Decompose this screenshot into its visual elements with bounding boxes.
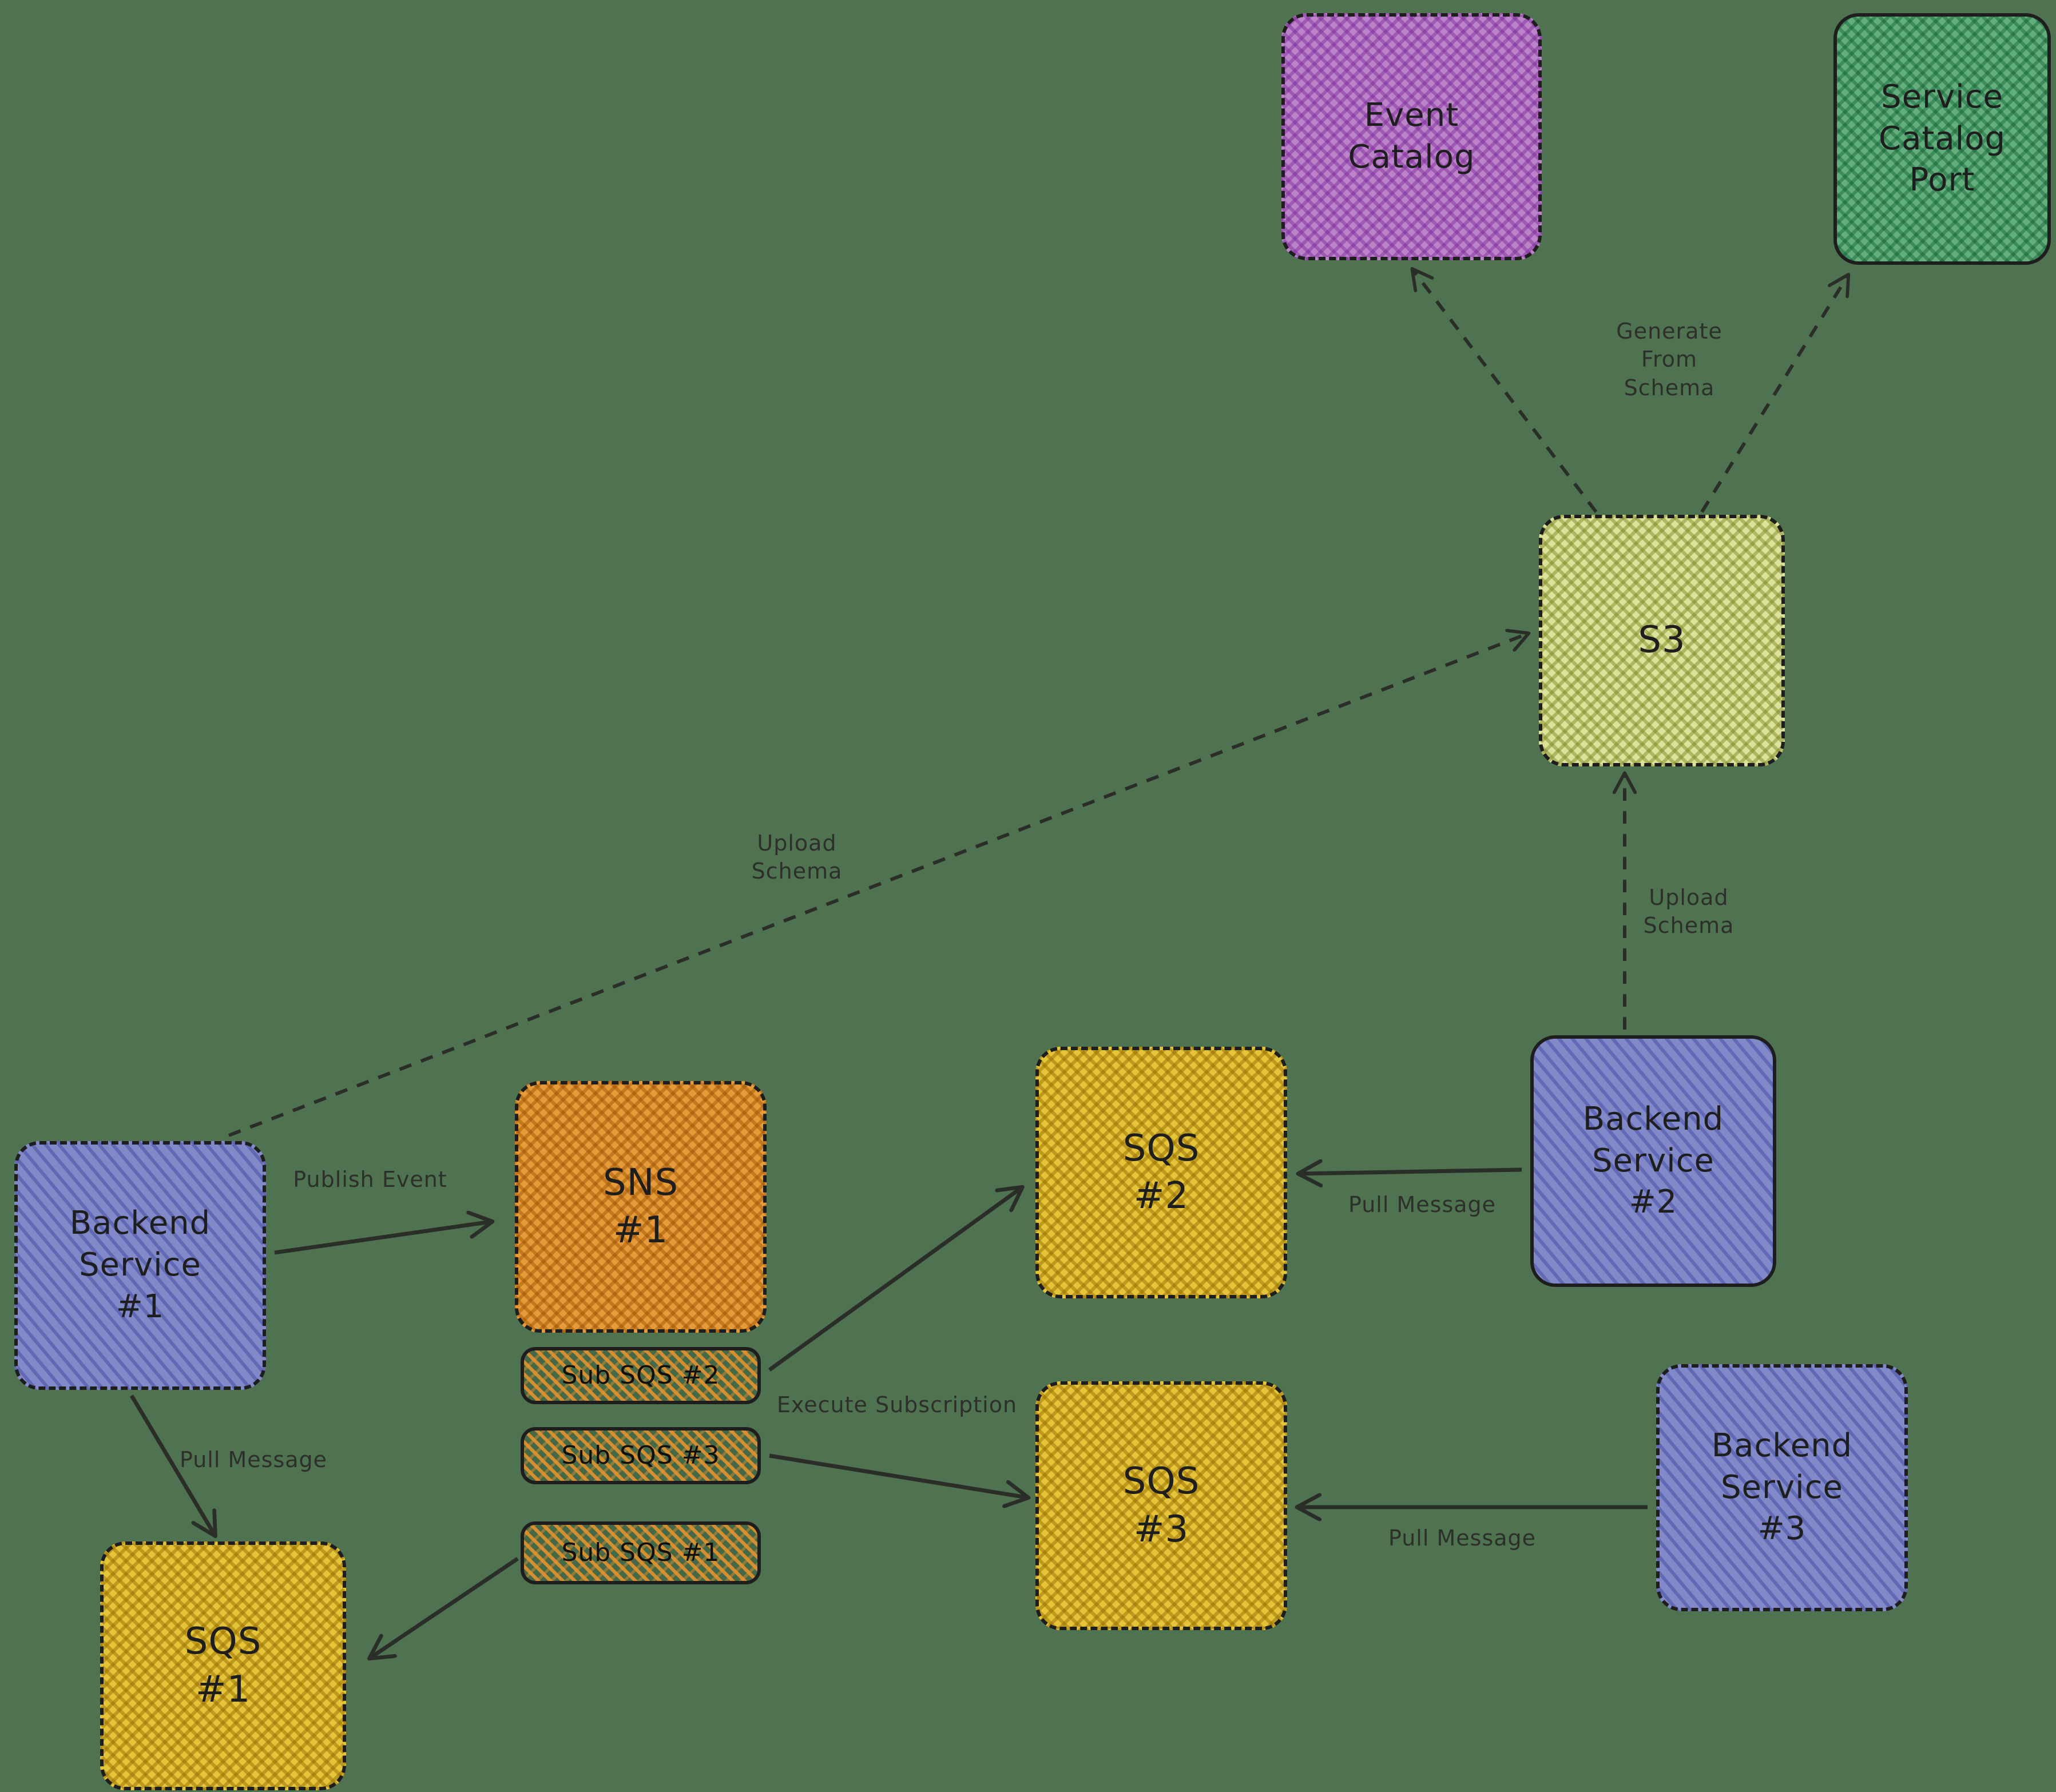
sqs-2-node[interactable]: SQS #2	[1035, 1047, 1287, 1298]
sqs-1-label: SQS #1	[184, 1620, 262, 1711]
backend-service-3-label: Backend Service #3	[1711, 1427, 1853, 1548]
sub-sqs-1-node[interactable]: Sub SQS #1	[521, 1521, 761, 1584]
edge-sub-sqs-3-to-sqs-3[interactable]	[769, 1453, 1027, 1497]
sub-sqs-2-label: Sub SQS #2	[561, 1361, 720, 1390]
edge-backend-service-1-to-sns-1[interactable]	[274, 1222, 491, 1255]
backend-service-3-node[interactable]: Backend Service #3	[1656, 1364, 1908, 1611]
sqs-1-node[interactable]: SQS #1	[100, 1541, 346, 1790]
event-catalog-label: Event Catalog	[1348, 97, 1475, 176]
edge-sub-sqs-2-to-sqs-2[interactable]	[768, 1188, 1021, 1372]
edge-label-pull-message-1[interactable]: Pull Message	[179, 1447, 328, 1472]
edge-backend-service-1-to-sqs-1[interactable]	[129, 1394, 215, 1535]
sub-sqs-2-node[interactable]: Sub SQS #2	[521, 1347, 761, 1404]
edge-label-pull-message-2[interactable]: Pull Message	[1348, 1192, 1497, 1217]
edge-label-generate-from-schema[interactable]: Generate From Schema	[1616, 319, 1722, 400]
backend-service-1-node[interactable]: Backend Service #1	[14, 1141, 266, 1390]
sqs-3-label: SQS #3	[1122, 1460, 1200, 1551]
sub-sqs-3-label: Sub SQS #3	[561, 1441, 720, 1471]
backend-service-1-label: Backend Service #1	[69, 1205, 211, 1325]
sqs-3-node[interactable]: SQS #3	[1035, 1381, 1287, 1630]
backend-service-2-node[interactable]: Backend Service #2	[1530, 1035, 1776, 1287]
backend-service-2-label: Backend Service #2	[1582, 1100, 1724, 1221]
sns-1-label: SNS #1	[602, 1161, 679, 1251]
sub-sqs-1-label: Sub SQS #1	[561, 1538, 720, 1568]
edge-label-publish-event[interactable]: Publish Event	[293, 1167, 447, 1192]
edge-sub-sqs-1-to-sqs-1[interactable]	[371, 1557, 519, 1658]
s3-label: S3	[1638, 619, 1686, 662]
sns-1-node[interactable]: SNS #1	[515, 1081, 767, 1333]
sqs-2-label: SQS #2	[1122, 1127, 1200, 1217]
edge-label-pull-message-3[interactable]: Pull Message	[1388, 1525, 1537, 1551]
sub-sqs-3-node[interactable]: Sub SQS #3	[521, 1427, 761, 1484]
edge-label-execute-subscription[interactable]: Execute Subscription	[776, 1392, 1018, 1417]
edge-label-upload-schema-left[interactable]: Upload Schema	[751, 831, 843, 884]
edge-s3-to-event-catalog[interactable]	[1413, 270, 1598, 513]
edge-backend-service-2-to-sqs-2[interactable]	[1300, 1170, 1522, 1174]
service-catalog-port-node[interactable]: Service Catalog Port	[1833, 13, 2051, 265]
edge-backend-service-1-to-s3[interactable]	[228, 634, 1527, 1137]
service-catalog-port-label: Service Catalog Port	[1878, 78, 2006, 199]
edge-label-upload-schema-right[interactable]: Upload Schema	[1643, 885, 1734, 939]
s3-node[interactable]: S3	[1539, 515, 1785, 766]
edge-s3-to-service-catalog-port[interactable]	[1700, 276, 1848, 513]
event-catalog-node[interactable]: Event Catalog	[1281, 13, 1542, 260]
